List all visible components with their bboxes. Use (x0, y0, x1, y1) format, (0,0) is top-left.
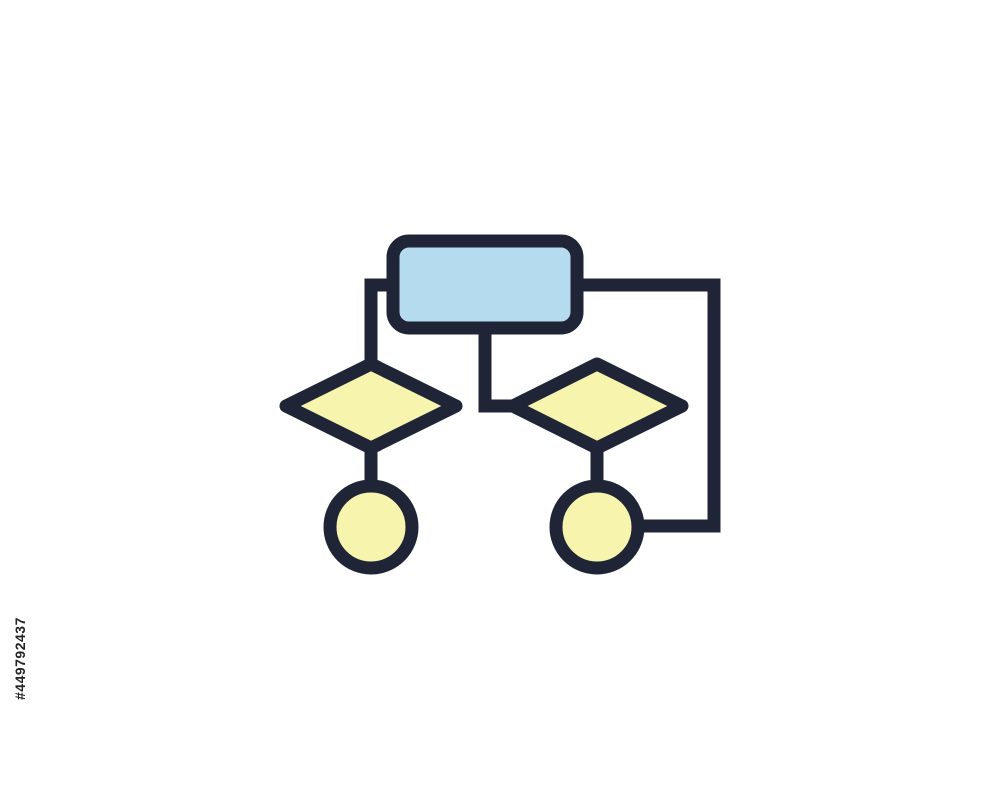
connector-loop (571, 278, 721, 533)
connector-left (364, 278, 400, 369)
terminal-circle-right (549, 479, 645, 575)
decision-diamond-right (506, 357, 689, 455)
stock-id-label: #449792437 (12, 617, 28, 700)
connector-middle (478, 323, 521, 413)
process-box (386, 234, 584, 335)
decision-diamond-left (279, 357, 463, 455)
terminal-circle-left (323, 479, 419, 575)
